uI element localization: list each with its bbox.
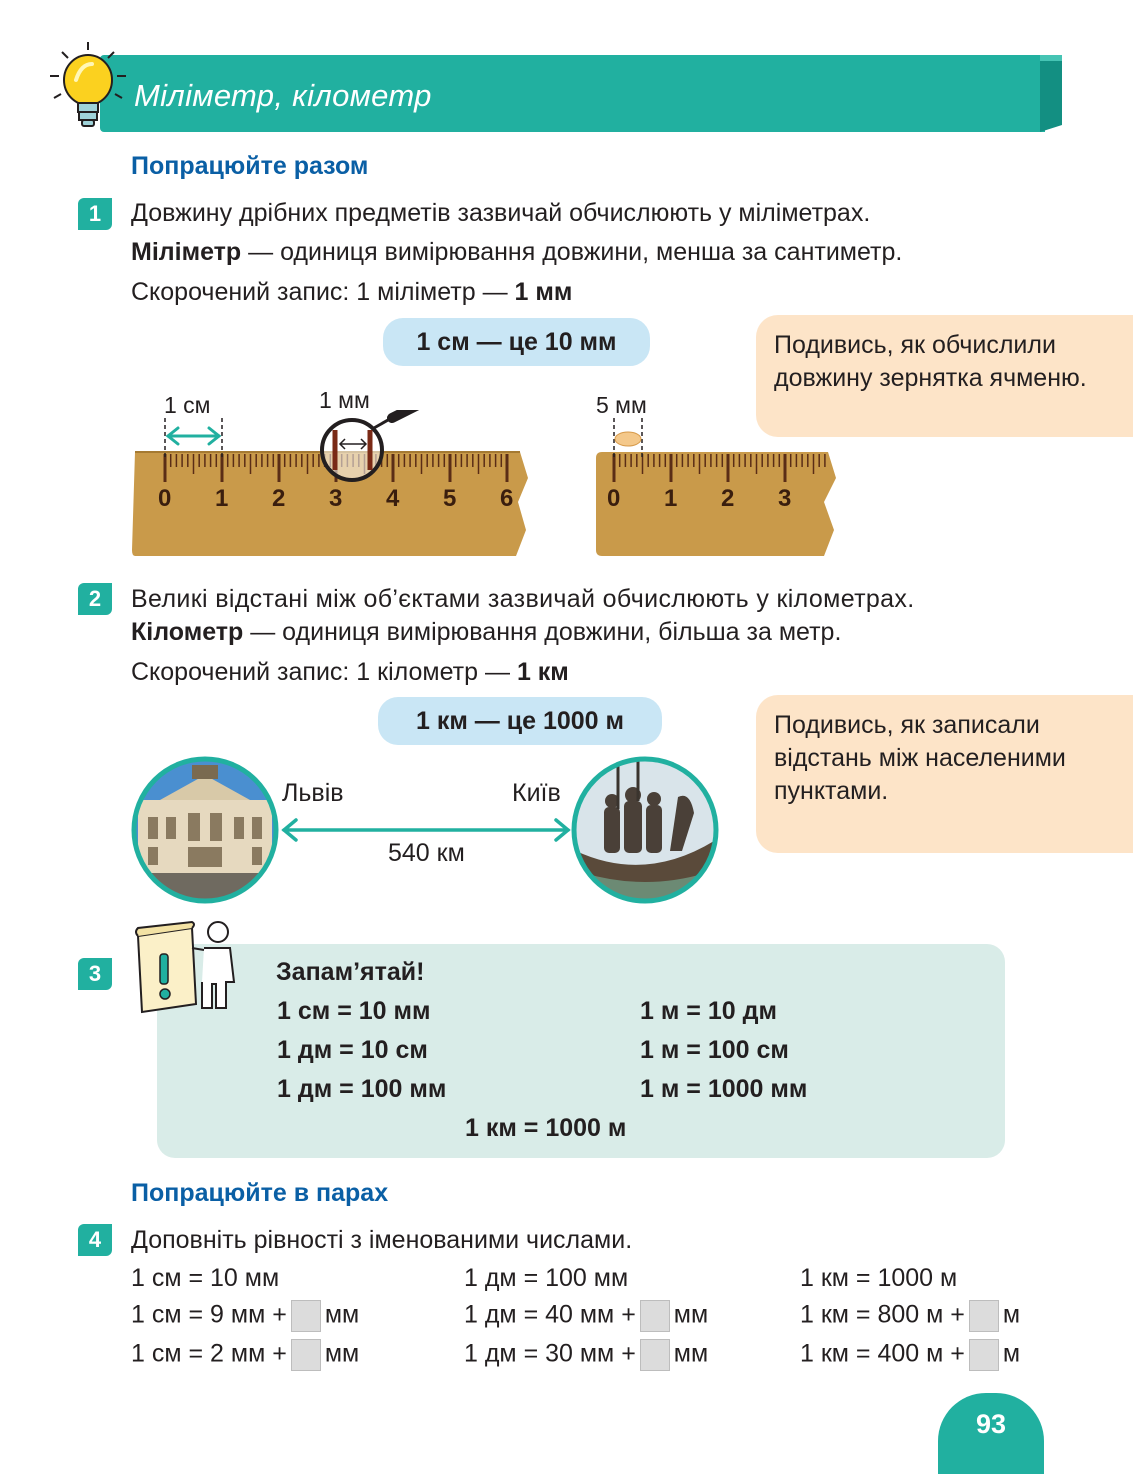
ruler2-tick-labels: 0 1 2 3: [592, 485, 842, 515]
pill-km-m: 1 км — це 1000 м: [378, 697, 662, 745]
fact-m-mm: 1 м = 1000 мм: [640, 1075, 808, 1103]
fact-m-dm: 1 м = 10 дм: [640, 997, 777, 1025]
ruler1-tick-5: 5: [443, 485, 457, 512]
ruler2-tick-1: 1: [664, 485, 678, 512]
ruler1-tick-0: 0: [158, 485, 172, 512]
eq-col3-row2-unit: м: [1002, 1300, 1021, 1329]
eq-col1-row2-unit: мм: [324, 1300, 360, 1329]
eq-col2-row3: 1 дм = 30 мм + мм: [464, 1339, 708, 1371]
answer-box-c2r2[interactable]: [639, 1300, 670, 1332]
section-heading-pairs: Попрацюйте в парах: [131, 1179, 389, 1207]
ruler2-tick-0: 0: [607, 485, 621, 512]
ruler1-tick-1: 1: [215, 485, 229, 512]
task2-short-form-prefix: Скорочений запис: 1 кілометр —: [131, 658, 517, 686]
city-lviv: Львів: [282, 779, 344, 807]
ruler1-tick-labels: 0 1 2 3 4 5 6: [130, 485, 535, 515]
page-number: 93: [938, 1393, 1044, 1474]
eq-col1-row2: 1 см = 9 мм + мм: [131, 1300, 359, 1332]
task4-instruction: Доповніть рівності з іменованими числами…: [131, 1226, 633, 1254]
eq-col1-row2-left: 1 см = 9 мм +: [131, 1300, 287, 1329]
ruler1-tick-3: 3: [329, 485, 343, 512]
term-millimeter: Міліметр: [131, 238, 242, 266]
distance-label: 540 км: [388, 839, 465, 867]
term-kilometer: Кілометр: [131, 618, 244, 646]
exclamation-poster-icon: [135, 920, 236, 1014]
lightbulb-icon: [50, 42, 126, 127]
eq-col1-row3: 1 см = 2 мм + мм: [131, 1339, 359, 1371]
remember-heading: Запам’ятай!: [276, 958, 425, 986]
eq-col3-row3-left: 1 км = 400 м +: [800, 1339, 965, 1368]
task1-line1: Довжину дрібних предметів зазвичай обчис…: [131, 199, 871, 227]
task1-short-form-value: 1 мм: [514, 278, 573, 306]
section-heading-together: Попрацюйте разом: [131, 152, 369, 180]
eq-col1-row3-unit: мм: [324, 1339, 360, 1368]
answer-box-c1r3[interactable]: [290, 1339, 321, 1371]
ruler2-tick-3: 3: [778, 485, 792, 512]
eq-col2-row1: 1 дм = 100 мм: [464, 1264, 629, 1292]
title-band-3d-side: [1040, 55, 1062, 132]
task2-line2-definition: — одиниця вимірювання довжини, більша за…: [243, 618, 842, 646]
task-number-3: 3: [78, 958, 112, 990]
task2-line2: Кілометр — одиниця вимірювання довжини, …: [131, 617, 841, 647]
eq-col2-row2-left: 1 дм = 40 мм +: [464, 1300, 636, 1329]
ruler-cm-mm: [132, 410, 528, 556]
eq-col1-row1: 1 см = 10 мм: [131, 1264, 280, 1292]
eq-col3-row2: 1 км = 800 м + м: [800, 1300, 1020, 1332]
ruler2-label-mm: 5 мм: [596, 392, 647, 418]
fact-km-m: 1 км = 1000 м: [465, 1114, 627, 1142]
title-band: [100, 55, 1045, 132]
answer-box-c3r3[interactable]: [968, 1339, 999, 1371]
distance-arrow: [281, 818, 571, 842]
ruler1-label-mm: 1 мм: [319, 387, 370, 413]
fact-dm-mm: 1 дм = 100 мм: [277, 1075, 447, 1103]
eq-col3-row3-unit: м: [1002, 1339, 1021, 1368]
city-kyiv: Київ: [512, 779, 561, 807]
task-number-1: 1: [78, 198, 112, 230]
eq-col3-row1: 1 км = 1000 м: [800, 1264, 958, 1292]
eq-col2-row2: 1 дм = 40 мм + мм: [464, 1300, 708, 1332]
pill-cm-mm: 1 см — це 10 мм: [383, 318, 650, 366]
task1-short-form-prefix: Скорочений запис: 1 міліметр —: [131, 278, 515, 306]
fact-dm-cm: 1 дм = 10 см: [277, 1036, 428, 1064]
task2-short-form-value: 1 км: [516, 658, 569, 686]
ruler1-tick-6: 6: [500, 485, 514, 512]
answer-box-c3r2[interactable]: [968, 1300, 999, 1332]
task-number-4: 4: [78, 1224, 112, 1256]
task1-line3: Скорочений запис: 1 міліметр — 1 мм: [131, 277, 572, 307]
ruler2-tick-2: 2: [721, 485, 735, 512]
task1-line2-definition: — одиниця вимірювання довжини, менша за …: [241, 238, 903, 266]
ruler1-tick-4: 4: [386, 485, 400, 512]
note-barley-grain: Подивись, як обчислили довжину зернятка …: [756, 315, 1133, 437]
task2-line1: Великі відстані між об’єктами зазвичай о…: [131, 585, 915, 613]
answer-box-c2r3[interactable]: [639, 1339, 670, 1371]
kyiv-monument-photo: [571, 756, 719, 904]
note-city-distance: Подивись, як записали відстань між насел…: [756, 695, 1133, 853]
lviv-opera-photo: [131, 756, 279, 904]
fact-cm-mm: 1 см = 10 мм: [277, 997, 431, 1025]
eq-col2-row2-unit: мм: [673, 1300, 709, 1329]
eq-col2-row3-left: 1 дм = 30 мм +: [464, 1339, 636, 1368]
task2-line3: Скорочений запис: 1 кілометр — 1 км: [131, 657, 569, 687]
fact-m-cm: 1 м = 100 см: [640, 1036, 789, 1064]
eq-col3-row3: 1 км = 400 м + м: [800, 1339, 1020, 1371]
task1-line2: Міліметр — одиниця вимірювання довжини, …: [131, 237, 902, 267]
answer-box-c1r2[interactable]: [290, 1300, 321, 1332]
eq-col2-row3-unit: мм: [673, 1339, 709, 1368]
ruler1-tick-2: 2: [272, 485, 286, 512]
ruler1-label-cm: 1 см: [164, 392, 211, 418]
page-title: Міліметр, кілометр: [134, 78, 432, 113]
remember-box: [157, 944, 1005, 1158]
eq-col3-row2-left: 1 км = 800 м +: [800, 1300, 965, 1329]
ruler-barley: [596, 418, 836, 556]
eq-col1-row3-left: 1 см = 2 мм +: [131, 1339, 287, 1368]
task-number-2: 2: [78, 583, 112, 615]
